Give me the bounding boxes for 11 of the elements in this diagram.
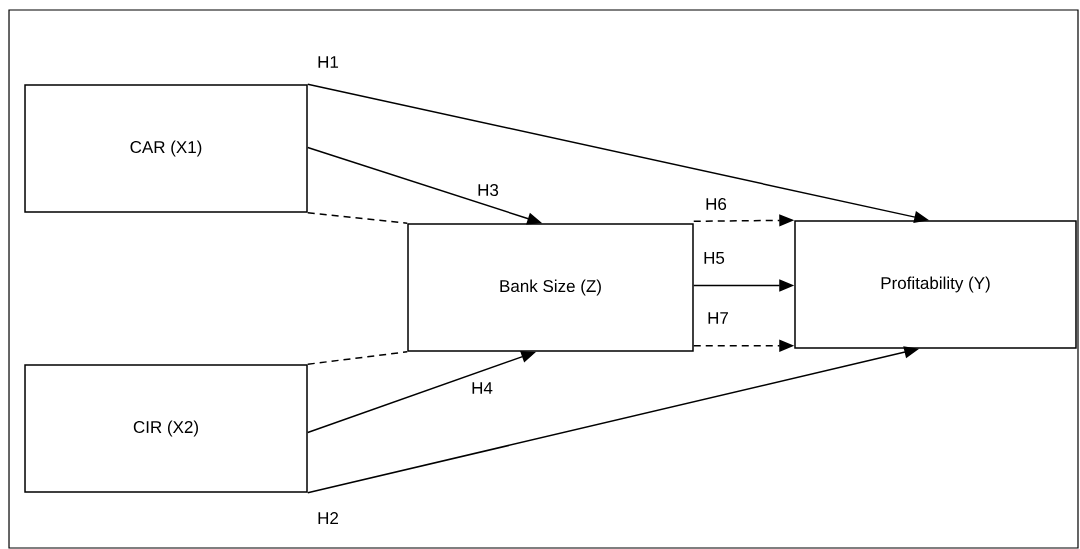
variable-box: CAR (X1) — [24, 84, 308, 213]
edge-label: H3 — [478, 184, 499, 196]
edge-label: H1 — [318, 56, 339, 68]
variable-box: CIR (X2) — [24, 364, 308, 493]
edge-label: H6 — [706, 198, 727, 210]
edge-label: H7 — [708, 312, 728, 324]
edge-label: H5 — [704, 252, 725, 264]
edge-label: H2 — [318, 512, 338, 524]
variable-box: Profitability (Y) — [794, 220, 1077, 349]
variable-box: Bank Size (Z) — [407, 223, 694, 352]
edge-label: H4 — [472, 382, 493, 394]
